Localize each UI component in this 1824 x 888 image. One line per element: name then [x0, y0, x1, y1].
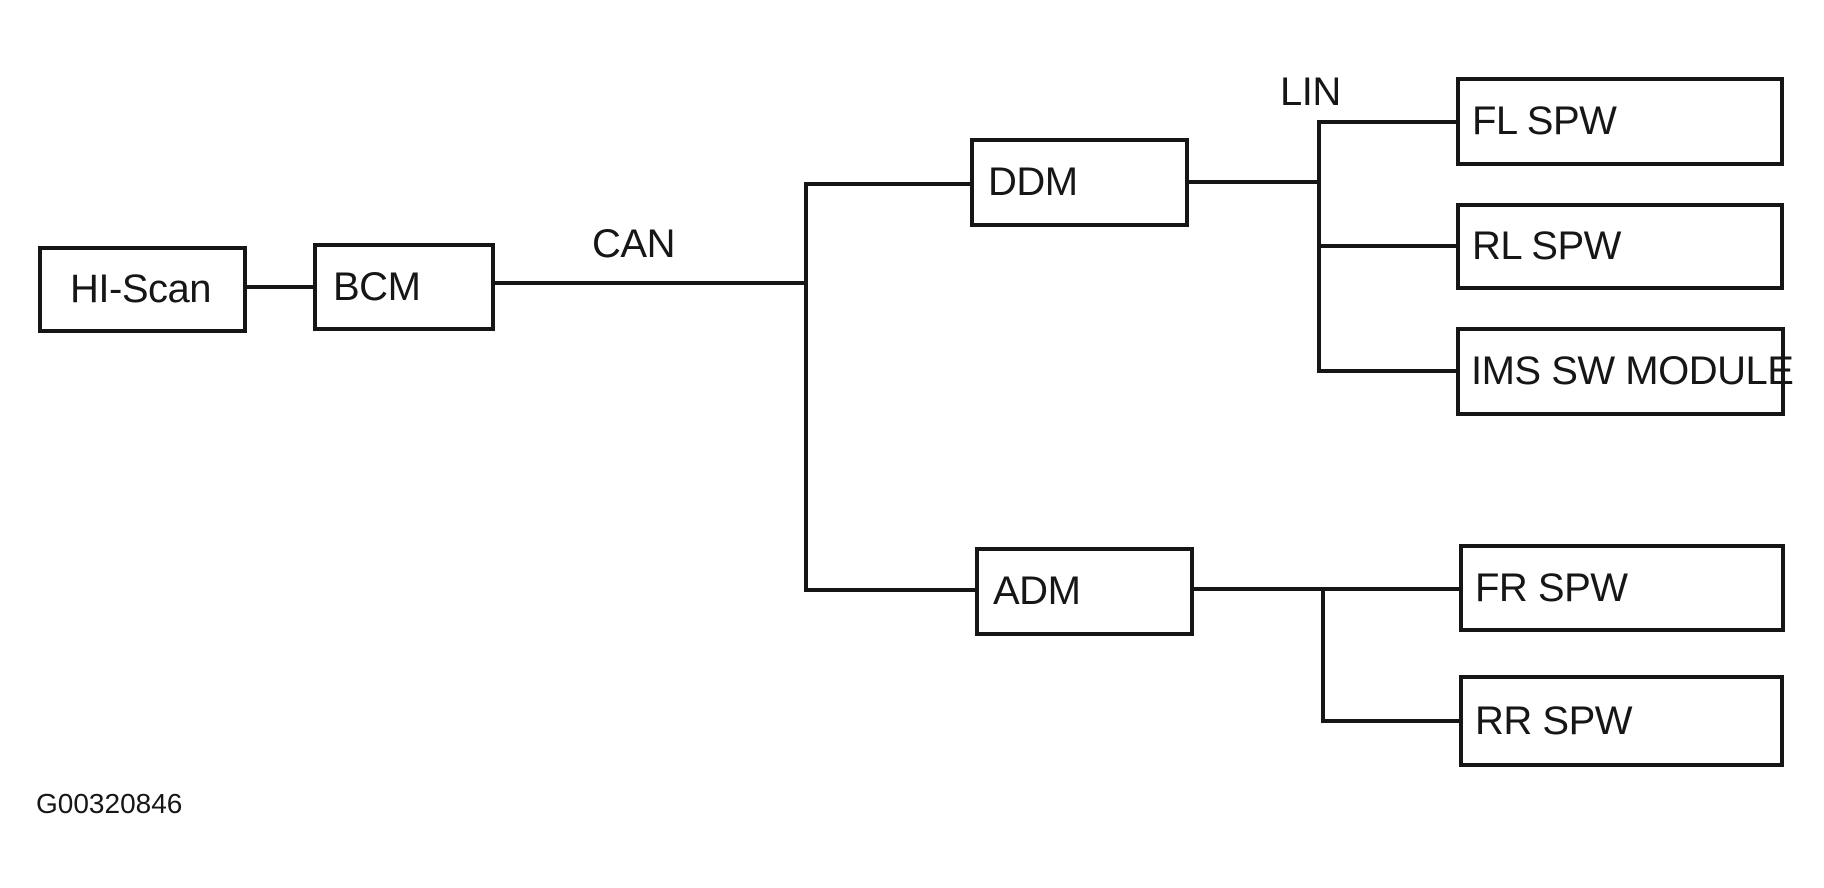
node-rr-spw: RR SPW [1459, 675, 1784, 767]
node-fl-spw-label: FL SPW [1472, 99, 1617, 143]
node-rl-spw-label: RL SPW [1472, 224, 1621, 268]
can-bus-label: CAN [592, 222, 675, 266]
node-ddm-label: DDM [988, 160, 1078, 204]
link-ddm-lin [1189, 180, 1321, 184]
node-adm-label: ADM [993, 569, 1081, 613]
link-trunk-adm [806, 588, 977, 592]
node-ims-sw-module-label: IMS SW MODULE [1471, 349, 1794, 393]
adm-branch-vertical-line [1321, 587, 1325, 723]
link-branch-rr-spw [1323, 719, 1461, 723]
link-lin-ims-sw-module [1319, 369, 1458, 373]
can-bus-line [495, 281, 806, 285]
node-hi-scan-label: HI-Scan [70, 267, 212, 311]
node-rr-spw-label: RR SPW [1475, 698, 1633, 743]
node-bcm: BCM [313, 243, 495, 331]
link-lin-rl-spw [1319, 244, 1458, 248]
node-ddm: DDM [970, 138, 1189, 227]
link-trunk-ddm [806, 182, 972, 186]
link-hiscan-bcm [247, 285, 313, 289]
node-fr-spw: FR SPW [1459, 544, 1785, 632]
lin-bus-label: LIN [1280, 70, 1341, 114]
node-fl-spw: FL SPW [1456, 77, 1784, 166]
figure-id: G00320846 [36, 788, 183, 819]
can-trunk-vertical-line [804, 182, 808, 592]
node-bcm-label: BCM [333, 264, 421, 309]
node-hi-scan: HI-Scan [38, 246, 247, 333]
link-lin-fl-spw [1319, 120, 1458, 124]
node-fr-spw-label: FR SPW [1475, 565, 1628, 610]
node-ims-sw-module: IMS SW MODULE [1456, 327, 1794, 416]
link-adm-fr-spw [1194, 587, 1461, 591]
node-rl-spw: RL SPW [1456, 203, 1784, 290]
node-adm: ADM [975, 547, 1194, 636]
